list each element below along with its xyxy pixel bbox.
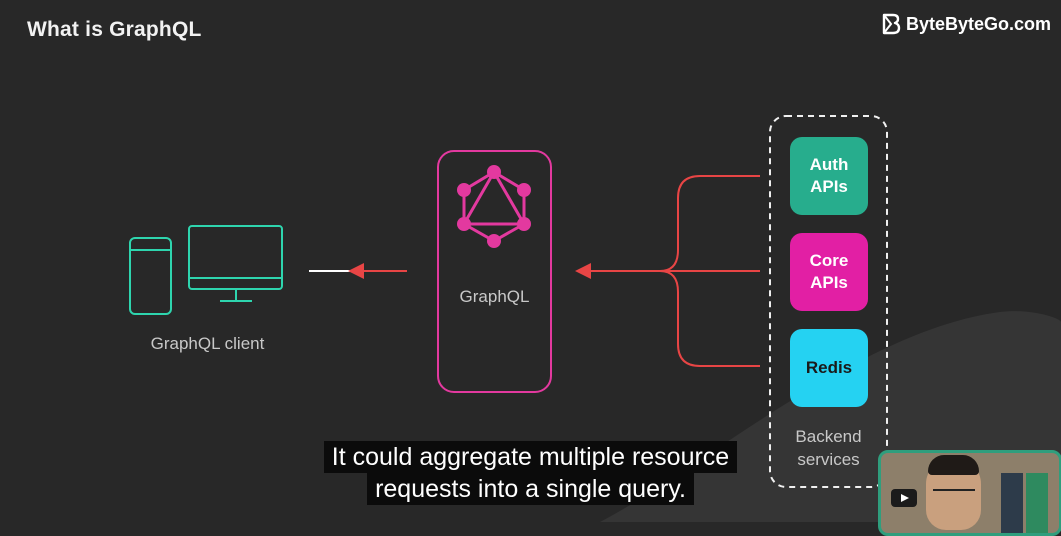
glasses-icon <box>933 489 975 501</box>
auth-apis-label: Auth APIs <box>809 155 849 196</box>
phone-icon <box>129 237 172 315</box>
core-apis-box: Core APIs <box>790 233 868 311</box>
youtube-icon <box>891 489 917 507</box>
subtitle-caption: It could aggregate multiple resource req… <box>0 441 1061 505</box>
brand-name: ByteByteGo.com <box>905 13 1051 34</box>
page-title: What is GraphQL <box>27 18 202 41</box>
redis-label: Redis <box>805 358 853 377</box>
book-spine <box>1001 473 1023 533</box>
auth-apis-box: Auth APIs <box>790 137 868 215</box>
graphql-diagram <box>129 115 888 488</box>
backend-services-container <box>769 115 888 488</box>
graphql-logo-icon <box>457 165 531 248</box>
core-apis-label: Core APIs <box>809 251 849 292</box>
redis-box: Redis <box>790 329 868 407</box>
graphql-client-label: GraphQL client <box>150 334 265 353</box>
presenter-webcam <box>878 450 1061 536</box>
graphql-label: GraphQL <box>459 287 530 306</box>
aggregation-arrows <box>575 175 760 367</box>
graphql-box <box>437 150 552 393</box>
monitor-icon <box>188 225 283 302</box>
caption-line-1: It could aggregate multiple resource <box>323 441 738 473</box>
backend-services-label: Backend services <box>795 427 862 469</box>
bytebytego-logo-icon <box>882 13 901 35</box>
presenter-hair <box>928 455 979 475</box>
caption-line-2: requests into a single query. <box>367 473 694 505</box>
brand-logo: ByteByteGo.com <box>881 13 1051 35</box>
book-spine <box>1026 473 1048 533</box>
